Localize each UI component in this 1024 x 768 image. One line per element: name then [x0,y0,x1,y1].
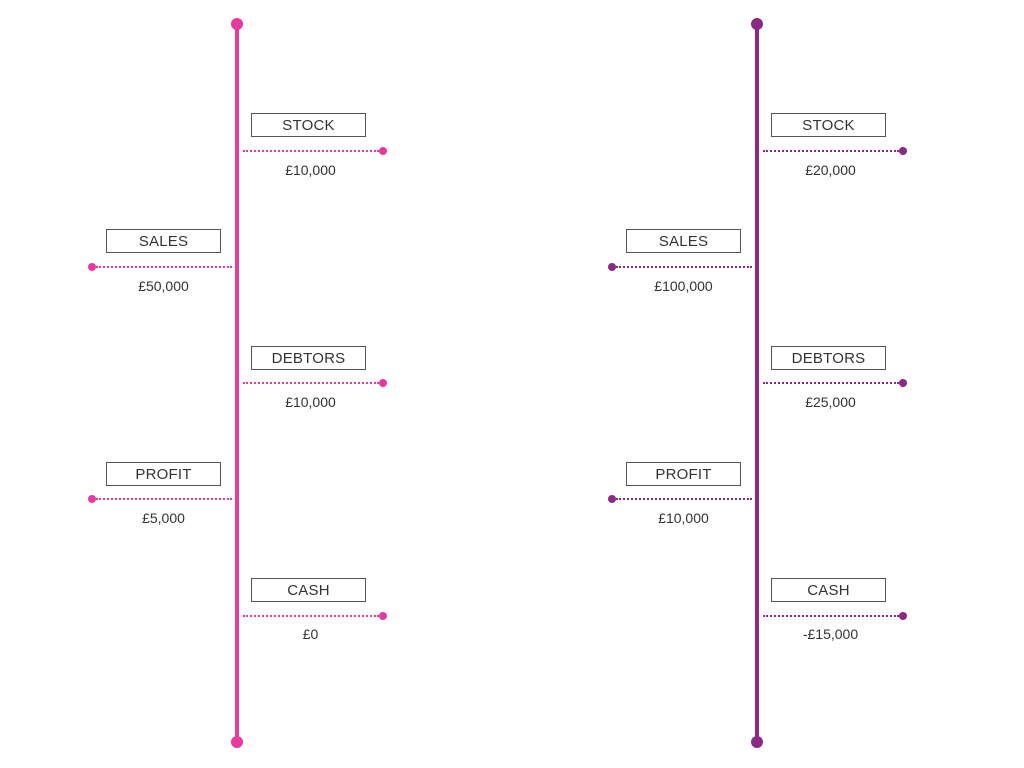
cash-label: CASH [771,578,886,602]
sales-end-dot [88,263,96,271]
axis-bottom-dot [231,736,243,748]
sales-label: SALES [106,229,221,253]
profit-end-dot [608,495,616,503]
sales-connector [616,266,752,268]
stock-label: STOCK [251,113,366,137]
debtors-connector [763,382,899,384]
cash-end-dot [379,612,387,620]
debtors-value: £10,000 [285,394,336,410]
cash-value: £0 [302,626,319,642]
sales-connector [96,266,232,268]
cash-value: -£15,000 [802,626,859,642]
stock-label: STOCK [771,113,886,137]
debtors-label: DEBTORS [771,346,886,370]
stock-end-dot [899,147,907,155]
profit-end-dot [88,495,96,503]
profit-value: £10,000 [658,510,709,526]
axis-top-dot [751,18,763,30]
debtors-label: DEBTORS [251,346,366,370]
cash-end-dot [899,612,907,620]
sales-value: £50,000 [138,278,189,294]
profit-label: PROFIT [626,462,741,486]
debtors-end-dot [379,379,387,387]
stock-connector [763,150,899,152]
profit-label: PROFIT [106,462,221,486]
stock-value: £20,000 [805,162,856,178]
debtors-value: £25,000 [805,394,856,410]
profit-connector [96,498,232,500]
stock-end-dot [379,147,387,155]
timeline-axis [755,24,759,742]
sales-end-dot [608,263,616,271]
stock-connector [243,150,379,152]
sales-value: £100,000 [654,278,713,294]
sales-label: SALES [626,229,741,253]
debtors-end-dot [899,379,907,387]
debtors-connector [243,382,379,384]
cash-connector [763,615,899,617]
axis-bottom-dot [751,736,763,748]
axis-top-dot [231,18,243,30]
profit-value: £5,000 [142,510,185,526]
cash-connector [243,615,379,617]
timeline-axis [235,24,239,742]
profit-connector [616,498,752,500]
cash-label: CASH [251,578,366,602]
stock-value: £10,000 [285,162,336,178]
